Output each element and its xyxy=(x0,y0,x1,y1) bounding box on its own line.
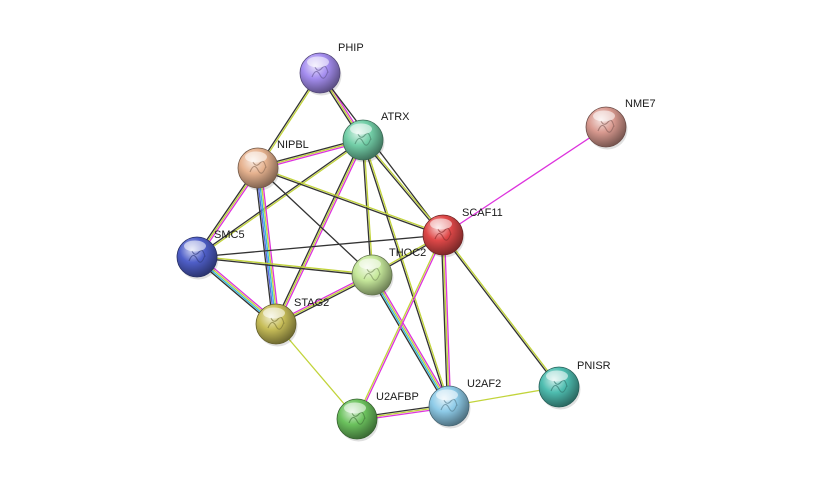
edge-strand-magenta xyxy=(373,273,452,406)
node-pnisr[interactable]: PNISR xyxy=(538,360,611,410)
edge-strand-black xyxy=(257,167,373,276)
edge-strand-magenta xyxy=(276,140,366,326)
edge-strand-yellow xyxy=(196,140,365,259)
edge-strand-yellow xyxy=(275,139,364,325)
edge-strand-black xyxy=(273,138,363,324)
edge-strand-yellow xyxy=(355,234,443,420)
edge-atrx-scaf11 xyxy=(361,138,445,237)
node-phip[interactable]: PHIP xyxy=(299,42,364,96)
node-highlight xyxy=(184,240,206,252)
structure-glyph xyxy=(363,267,381,281)
edge-scaf11-pnisr xyxy=(441,233,561,389)
edge-atrx-u2af2 xyxy=(361,139,451,407)
node-highlight xyxy=(263,307,285,319)
edge-strand-black xyxy=(369,275,448,408)
edge-strand-black xyxy=(441,234,560,389)
node-label-u2af2: U2AF2 xyxy=(467,378,501,390)
edge-atrx-smc5 xyxy=(195,138,365,259)
edge-phip-scaf11 xyxy=(319,72,444,236)
node-label-nipbl: NIPBL xyxy=(277,139,309,151)
edge-strand-black xyxy=(440,234,449,407)
node-smc5[interactable]: SMC5 xyxy=(176,229,245,280)
node-thoc2[interactable]: THOC2 xyxy=(351,247,426,298)
edge-strand-magenta xyxy=(357,234,445,420)
node-label-pnisr: PNISR xyxy=(577,360,611,372)
edge-strand-yellow xyxy=(258,167,279,325)
edge-strand-black xyxy=(196,257,373,277)
edge-strand-black xyxy=(195,138,364,257)
edge-nipbl-thoc2 xyxy=(257,167,373,276)
structure-glyph xyxy=(597,119,615,133)
edge-strand-yellow xyxy=(257,166,444,235)
node-highlight xyxy=(359,258,381,270)
edge-strand-yellow xyxy=(362,138,445,236)
node-label-scaf11: SCAF11 xyxy=(462,207,503,219)
node-label-atrx: ATRX xyxy=(381,111,410,123)
edge-strand-yellow xyxy=(275,323,358,420)
node-highlight xyxy=(436,389,458,401)
edge-atrx-stag2 xyxy=(273,138,366,326)
edge-strand-magenta xyxy=(260,166,280,325)
node-highlight xyxy=(350,123,372,135)
node-label-nme7: NME7 xyxy=(625,98,656,110)
node-u2afbp[interactable]: U2AFBP xyxy=(336,391,419,442)
edge-strand-yellow xyxy=(372,273,451,407)
edge-scaf11-nme7 xyxy=(442,126,607,236)
edge-strand-black xyxy=(196,234,444,258)
edge-strand-yellow xyxy=(442,233,561,388)
node-highlight xyxy=(307,56,329,68)
edge-thoc2-u2af2 xyxy=(369,273,452,408)
node-nipbl[interactable]: NIPBL xyxy=(237,139,309,191)
edge-nipbl-scaf11 xyxy=(257,166,444,237)
edge-strand-black xyxy=(257,168,444,237)
edge-strand-blue xyxy=(255,167,276,325)
node-nme7[interactable]: NME7 xyxy=(585,98,656,150)
edge-scaf11-u2af2 xyxy=(440,234,452,407)
node-label-u2afbp: U2AFBP xyxy=(376,391,419,403)
node-highlight xyxy=(344,402,366,414)
edge-strand-yellow xyxy=(196,255,373,275)
edge-strand-yellow xyxy=(363,139,451,407)
edge-strand-magenta xyxy=(442,126,607,236)
node-highlight xyxy=(245,151,267,163)
structure-glyph xyxy=(348,411,366,425)
edge-strand-magenta xyxy=(443,234,452,407)
edge-strand-cyan xyxy=(257,167,277,325)
node-stag2[interactable]: STAG2 xyxy=(255,297,329,347)
edge-strand-black xyxy=(361,139,444,237)
node-u2af2[interactable]: U2AF2 xyxy=(428,378,501,429)
node-label-smc5: SMC5 xyxy=(214,229,245,241)
structure-glyph xyxy=(249,160,267,174)
node-scaf11[interactable]: SCAF11 xyxy=(422,207,503,258)
edge-stag2-u2afbp xyxy=(275,323,358,420)
node-label-thoc2: THOC2 xyxy=(389,247,426,259)
node-label-phip: PHIP xyxy=(338,42,364,54)
edge-smc5-scaf11 xyxy=(196,234,444,258)
edge-strand-black xyxy=(361,139,449,407)
structure-glyph xyxy=(440,398,458,412)
structure-glyph xyxy=(311,65,329,79)
node-atrx[interactable]: ATRX xyxy=(342,111,410,163)
node-highlight xyxy=(593,110,615,122)
node-label-stag2: STAG2 xyxy=(294,297,329,309)
node-highlight xyxy=(430,218,452,230)
edge-strand-black xyxy=(254,167,274,326)
edge-strand-cyan xyxy=(370,274,449,408)
edge-strand-black xyxy=(319,72,444,236)
structure-glyph xyxy=(354,132,372,146)
edge-smc5-thoc2 xyxy=(196,255,373,277)
structure-glyph xyxy=(550,379,568,393)
node-layer: PHIP ATRX NIPBL NME7SCAF11SMC5THOC2STAG2U2A… xyxy=(176,42,656,442)
node-highlight xyxy=(546,370,568,382)
edge-scaf11-u2afbp xyxy=(355,234,445,420)
edge-strand-yellow xyxy=(442,234,450,407)
structure-glyph xyxy=(188,249,206,263)
structure-glyph xyxy=(434,227,452,241)
structure-glyph xyxy=(267,316,285,330)
edge-nipbl-stag2 xyxy=(254,166,280,326)
